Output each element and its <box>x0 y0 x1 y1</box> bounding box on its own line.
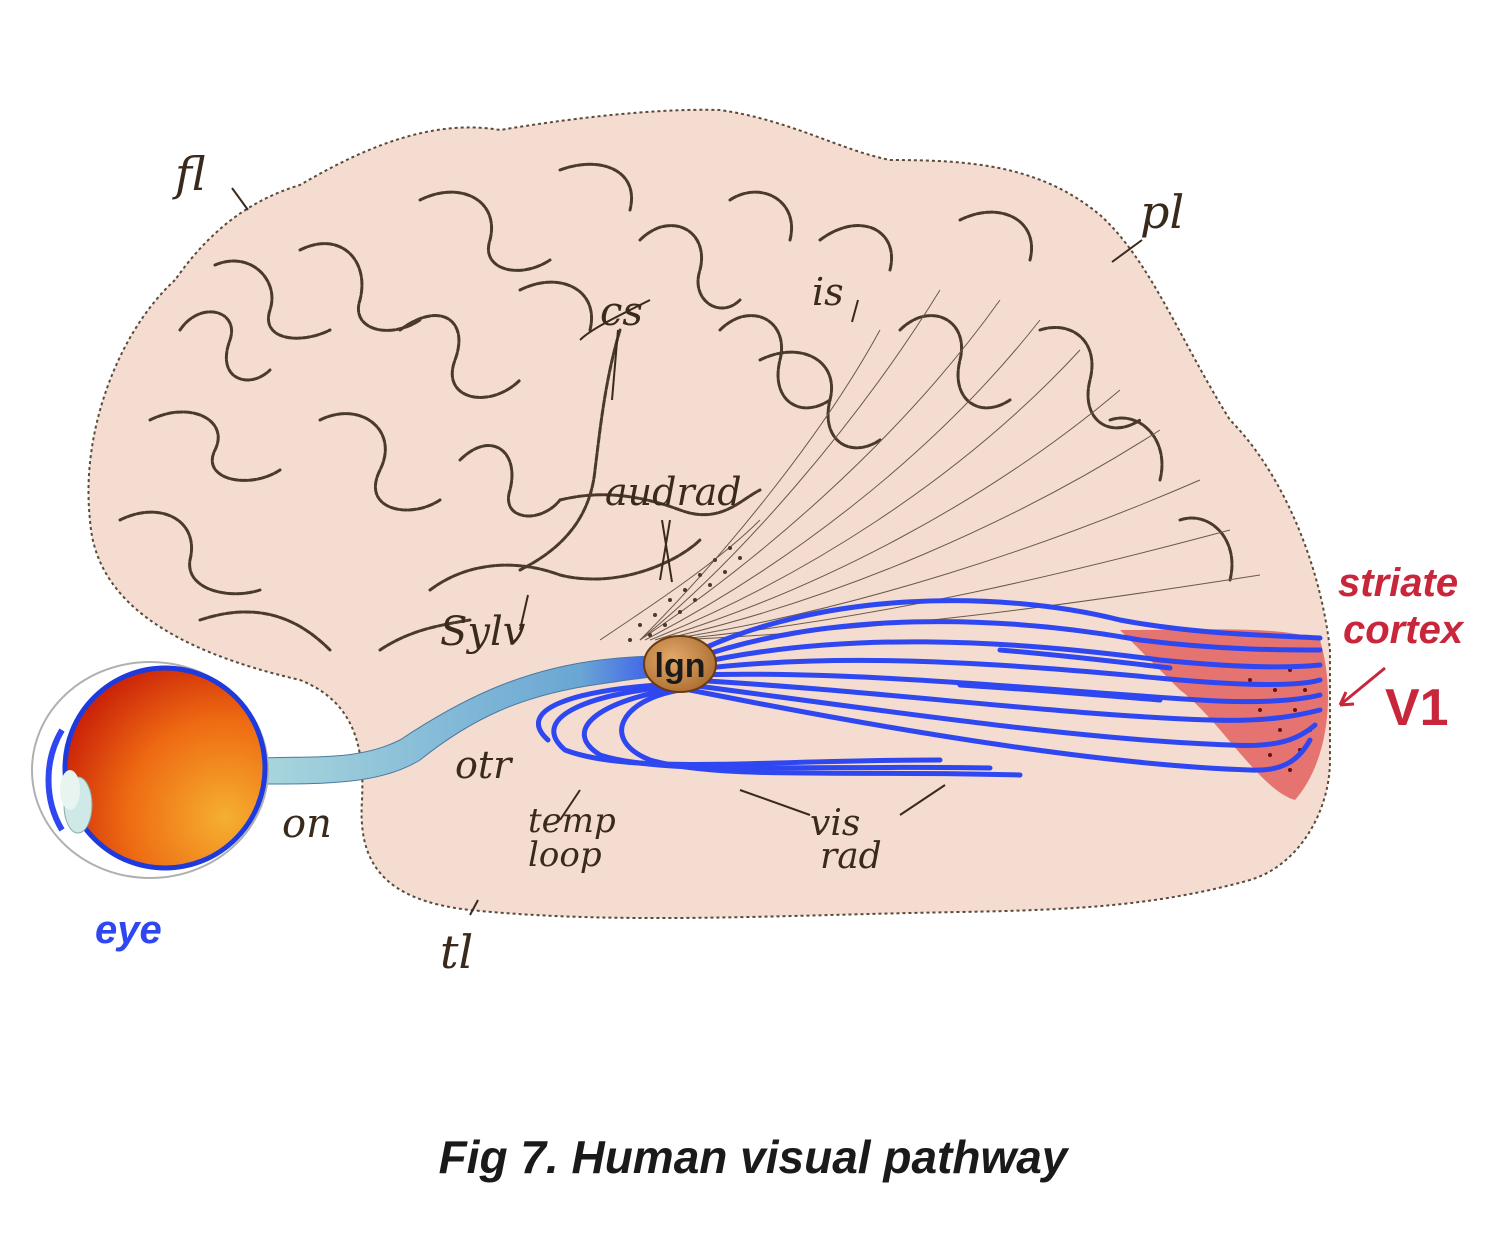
striate-cortex-stipple <box>1248 663 1317 772</box>
label-sylv: Sylv <box>440 609 526 655</box>
v1-arrow <box>1338 666 1386 707</box>
label-fl: fl <box>172 147 206 201</box>
label-cs: cs <box>600 289 643 335</box>
label-eye: eye <box>95 908 162 952</box>
eye <box>31 661 269 879</box>
lgn-label: lgn <box>655 647 706 685</box>
label-v1: V1 <box>1385 679 1449 737</box>
label-pl: pl <box>1140 185 1184 239</box>
striate-cortex-region <box>1120 629 1328 800</box>
label-tl: tl <box>440 925 473 979</box>
label-pointers <box>231 187 1143 916</box>
label-vis: vis <box>810 803 860 844</box>
figure-caption: Fig 7. Human visual pathway <box>438 1131 1068 1183</box>
label-is: is <box>812 270 844 314</box>
lgn-nucleus <box>643 635 717 693</box>
optic-radiation <box>535 598 1323 778</box>
label-otr: otr <box>455 743 514 787</box>
label-loop: loop <box>528 835 602 875</box>
label-audrad: audrad <box>605 470 742 514</box>
label-temp: temp <box>528 801 616 841</box>
label-striate: striate <box>1338 561 1458 605</box>
auditory-radiation-stipple <box>628 546 742 642</box>
sulci-lines <box>118 162 1234 652</box>
label-on: on <box>282 801 332 847</box>
label-cortex: cortex <box>1343 608 1465 652</box>
label-rad: rad <box>820 836 882 877</box>
fiber-lines <box>599 289 1261 641</box>
